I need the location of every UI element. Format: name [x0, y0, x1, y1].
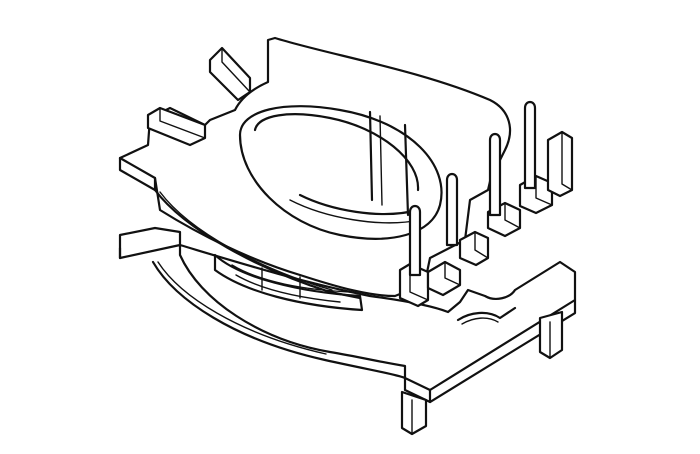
left-tab [146, 46, 252, 147]
center-bore [238, 105, 443, 240]
terminal-pins [408, 100, 537, 277]
terminal-blocks [398, 130, 574, 308]
bottom-legs [400, 310, 564, 436]
core-body [213, 253, 364, 312]
